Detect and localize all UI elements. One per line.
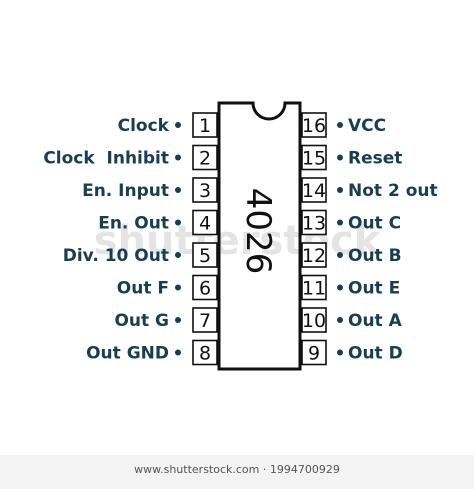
pin-dot [337,317,343,323]
pin-row: 1 Clock [118,112,218,138]
pin-row: 6 Out F [117,274,218,301]
pin-box [192,274,218,301]
pin-box [192,144,218,171]
watermark-text: shutterstock [94,218,382,264]
pin-label: Out G [114,311,169,331]
pin-label: Reset [348,149,402,169]
pin-dot [175,187,181,193]
pin-label: Out F [117,279,169,299]
pin-box [192,339,218,366]
chip-name: 4026 [238,188,278,275]
pin-box [301,209,327,236]
pin-number: 14 [302,180,326,202]
pin-box [301,144,327,171]
pin-dot [175,317,181,323]
pin-number: 12 [302,245,326,267]
pin-number: 1 [199,115,211,137]
pin-number: 6 [199,278,211,300]
chip-body [217,101,302,371]
pin-dot [337,219,343,226]
pin-number: 2 [199,148,211,170]
pin-dot [337,122,343,128]
pin-box [301,274,327,301]
pin-label: Out D [348,344,403,364]
pin-label: Out A [348,311,403,331]
pin-box [301,242,327,268]
pin-row: 10 Out A [301,307,403,333]
pin-dot [337,284,343,291]
pin-dot [175,349,181,356]
left-pin-group: 1 Clock 2 Clock Inhibit 3 En. Input 4 En. Out 5 D… [43,112,218,366]
pin-label: Out GND [86,344,169,364]
pin-row: 5 Div. 10 Out [63,242,218,268]
pin-box [192,112,218,138]
footer-band [0,455,474,489]
pin-number: 16 [302,115,326,137]
pin-box [301,307,327,333]
pin-label: Not 2 out [348,181,438,201]
pin-row: 3 En. Input [82,177,218,203]
pin-box [301,112,327,138]
pin-row: 9 Out D [301,339,403,366]
pin-row: 15 Reset [301,144,402,171]
pin-number: 5 [199,245,211,267]
pin-dot [337,187,343,193]
pin-number: 9 [308,343,320,365]
pin-label: Out C [348,214,401,234]
pin-label: Clock [118,116,170,136]
pin-number: 10 [302,310,326,332]
pin-box [192,177,218,203]
pin-box [192,209,218,236]
pin-row: 14 Not 2 out [301,177,438,203]
pin-label: Clock Inhibit [43,149,169,169]
pin-number: 15 [302,148,326,170]
pin-number: 4 [199,213,211,235]
pin-box [301,177,327,203]
pin-row: 2 Clock Inhibit [43,144,218,171]
pin-row: 7 Out G [114,307,218,333]
pin-label: VCC [348,116,386,136]
pin-row: 11 Out E [301,274,400,301]
pin-dot [175,122,181,128]
pin-label: En. Out [98,214,169,234]
pin-number: 7 [199,310,211,332]
pin-dot [337,349,343,356]
pin-box [301,339,327,366]
pin-box [192,242,218,268]
pin-row: 16 VCC [301,112,386,138]
pin-dot [337,252,343,258]
pin-label: Out B [348,246,402,266]
pin-dot [337,154,343,161]
pin-row: 8 Out GND [86,339,218,366]
footer-text: www.shutterstock.com · 1994700929 [134,463,340,476]
pin-label: Out E [348,279,400,299]
pin-label: En. Input [82,181,169,201]
pin-number: 3 [199,180,211,202]
pin-number: 13 [302,213,326,235]
pin-dot [175,252,181,258]
pin-row: 12 Out B [301,242,402,268]
pin-box [192,307,218,333]
pin-dot [175,154,181,161]
pin-row: 4 En. Out [98,209,218,236]
pin-number: 8 [199,343,211,365]
pin-row: 13 Out C [301,209,401,236]
pin-dot [175,284,181,291]
pin-dot [175,219,181,226]
pin-number: 11 [302,278,326,300]
pin-label: Div. 10 Out [63,246,169,266]
